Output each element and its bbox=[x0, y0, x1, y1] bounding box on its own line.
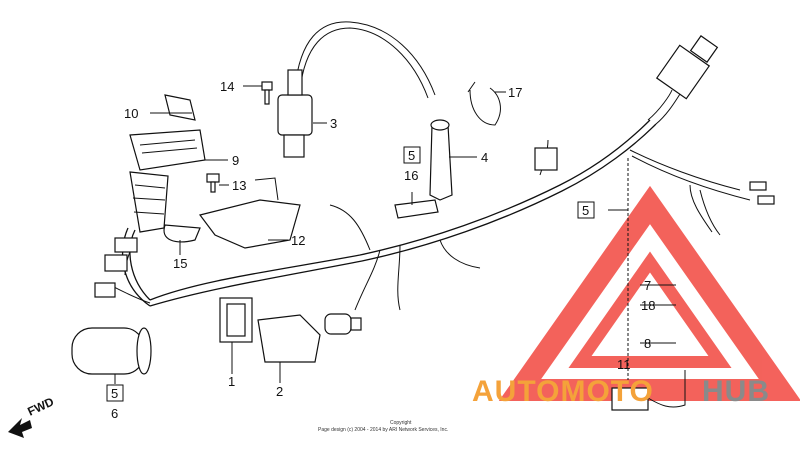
svg-text:5: 5 bbox=[408, 148, 415, 163]
speedo-cable bbox=[294, 21, 436, 96]
callout-7: 7 bbox=[644, 278, 651, 293]
fwd-arrow-icon bbox=[8, 418, 32, 438]
callout-18: 18 bbox=[641, 298, 655, 313]
callout-2: 2 bbox=[276, 384, 283, 399]
callout-12: 12 bbox=[291, 233, 305, 248]
part-13-bolt bbox=[206, 173, 220, 193]
callout-8: 8 bbox=[644, 336, 651, 351]
part-15-clamp bbox=[163, 224, 201, 243]
part-4-boot bbox=[429, 119, 453, 201]
copyright-title: Copyright bbox=[390, 420, 412, 426]
callout-3: 3 bbox=[330, 116, 337, 131]
watermark-hub: HUB bbox=[702, 375, 770, 408]
connector-upper-mid bbox=[534, 147, 558, 171]
part-6-cap bbox=[71, 327, 152, 375]
callout-17: 17 bbox=[508, 85, 522, 100]
part-12-tab bbox=[254, 177, 279, 201]
callout-1: 1 bbox=[228, 374, 235, 389]
speedo-cable-inner bbox=[299, 27, 429, 99]
part-10-clip bbox=[164, 94, 196, 121]
boxed-ref-a: 5 bbox=[403, 146, 421, 164]
part-17-clamp bbox=[467, 81, 501, 126]
boxed-ref-b: 5 bbox=[577, 201, 595, 219]
callout-13: 13 bbox=[232, 178, 246, 193]
leader-lines bbox=[114, 85, 676, 384]
watermark-auto: AUTOMOTO bbox=[472, 375, 654, 408]
fwd-label: FWD bbox=[25, 394, 56, 418]
left-connector-a bbox=[114, 237, 138, 253]
fwd-direction-indicator: FWD bbox=[8, 394, 56, 438]
terminal-right-b bbox=[757, 195, 775, 205]
part-1-relay bbox=[219, 297, 253, 343]
callout-11: 11 bbox=[617, 357, 631, 372]
watermark-triangle bbox=[498, 185, 800, 401]
part-9-fuse-box bbox=[129, 129, 206, 171]
terminal-right-a bbox=[749, 181, 767, 191]
watermark-logo: AUTOMOTO HUB bbox=[472, 375, 770, 408]
svg-text:5: 5 bbox=[582, 203, 589, 218]
svg-text:5: 5 bbox=[111, 386, 118, 401]
callout-14: 14 bbox=[220, 79, 234, 94]
callout-9: 9 bbox=[232, 153, 239, 168]
boxed-ref-c: 5 bbox=[106, 384, 124, 402]
copyright-text: Page design (c) 2004 - 2014 by ARI Netwo… bbox=[318, 427, 448, 433]
main-harness bbox=[109, 89, 751, 311]
callout-6: 6 bbox=[111, 406, 118, 421]
callout-4: 4 bbox=[481, 150, 488, 165]
part-14-bolt bbox=[261, 81, 273, 105]
part-11-sensor bbox=[611, 370, 686, 411]
neutral-switch bbox=[324, 313, 362, 335]
left-connector-bundle bbox=[129, 171, 169, 233]
callout-10: 10 bbox=[124, 106, 138, 121]
part-2-unit bbox=[257, 314, 321, 363]
callout-15: 15 bbox=[173, 256, 187, 271]
left-connector-c bbox=[94, 282, 116, 298]
part-3-switch bbox=[277, 69, 313, 158]
part-12-bracket bbox=[198, 199, 301, 249]
right-connector bbox=[655, 35, 719, 100]
part-16-bracket bbox=[394, 199, 439, 219]
callout-16: 16 bbox=[404, 168, 418, 183]
left-connector-b bbox=[104, 254, 128, 272]
